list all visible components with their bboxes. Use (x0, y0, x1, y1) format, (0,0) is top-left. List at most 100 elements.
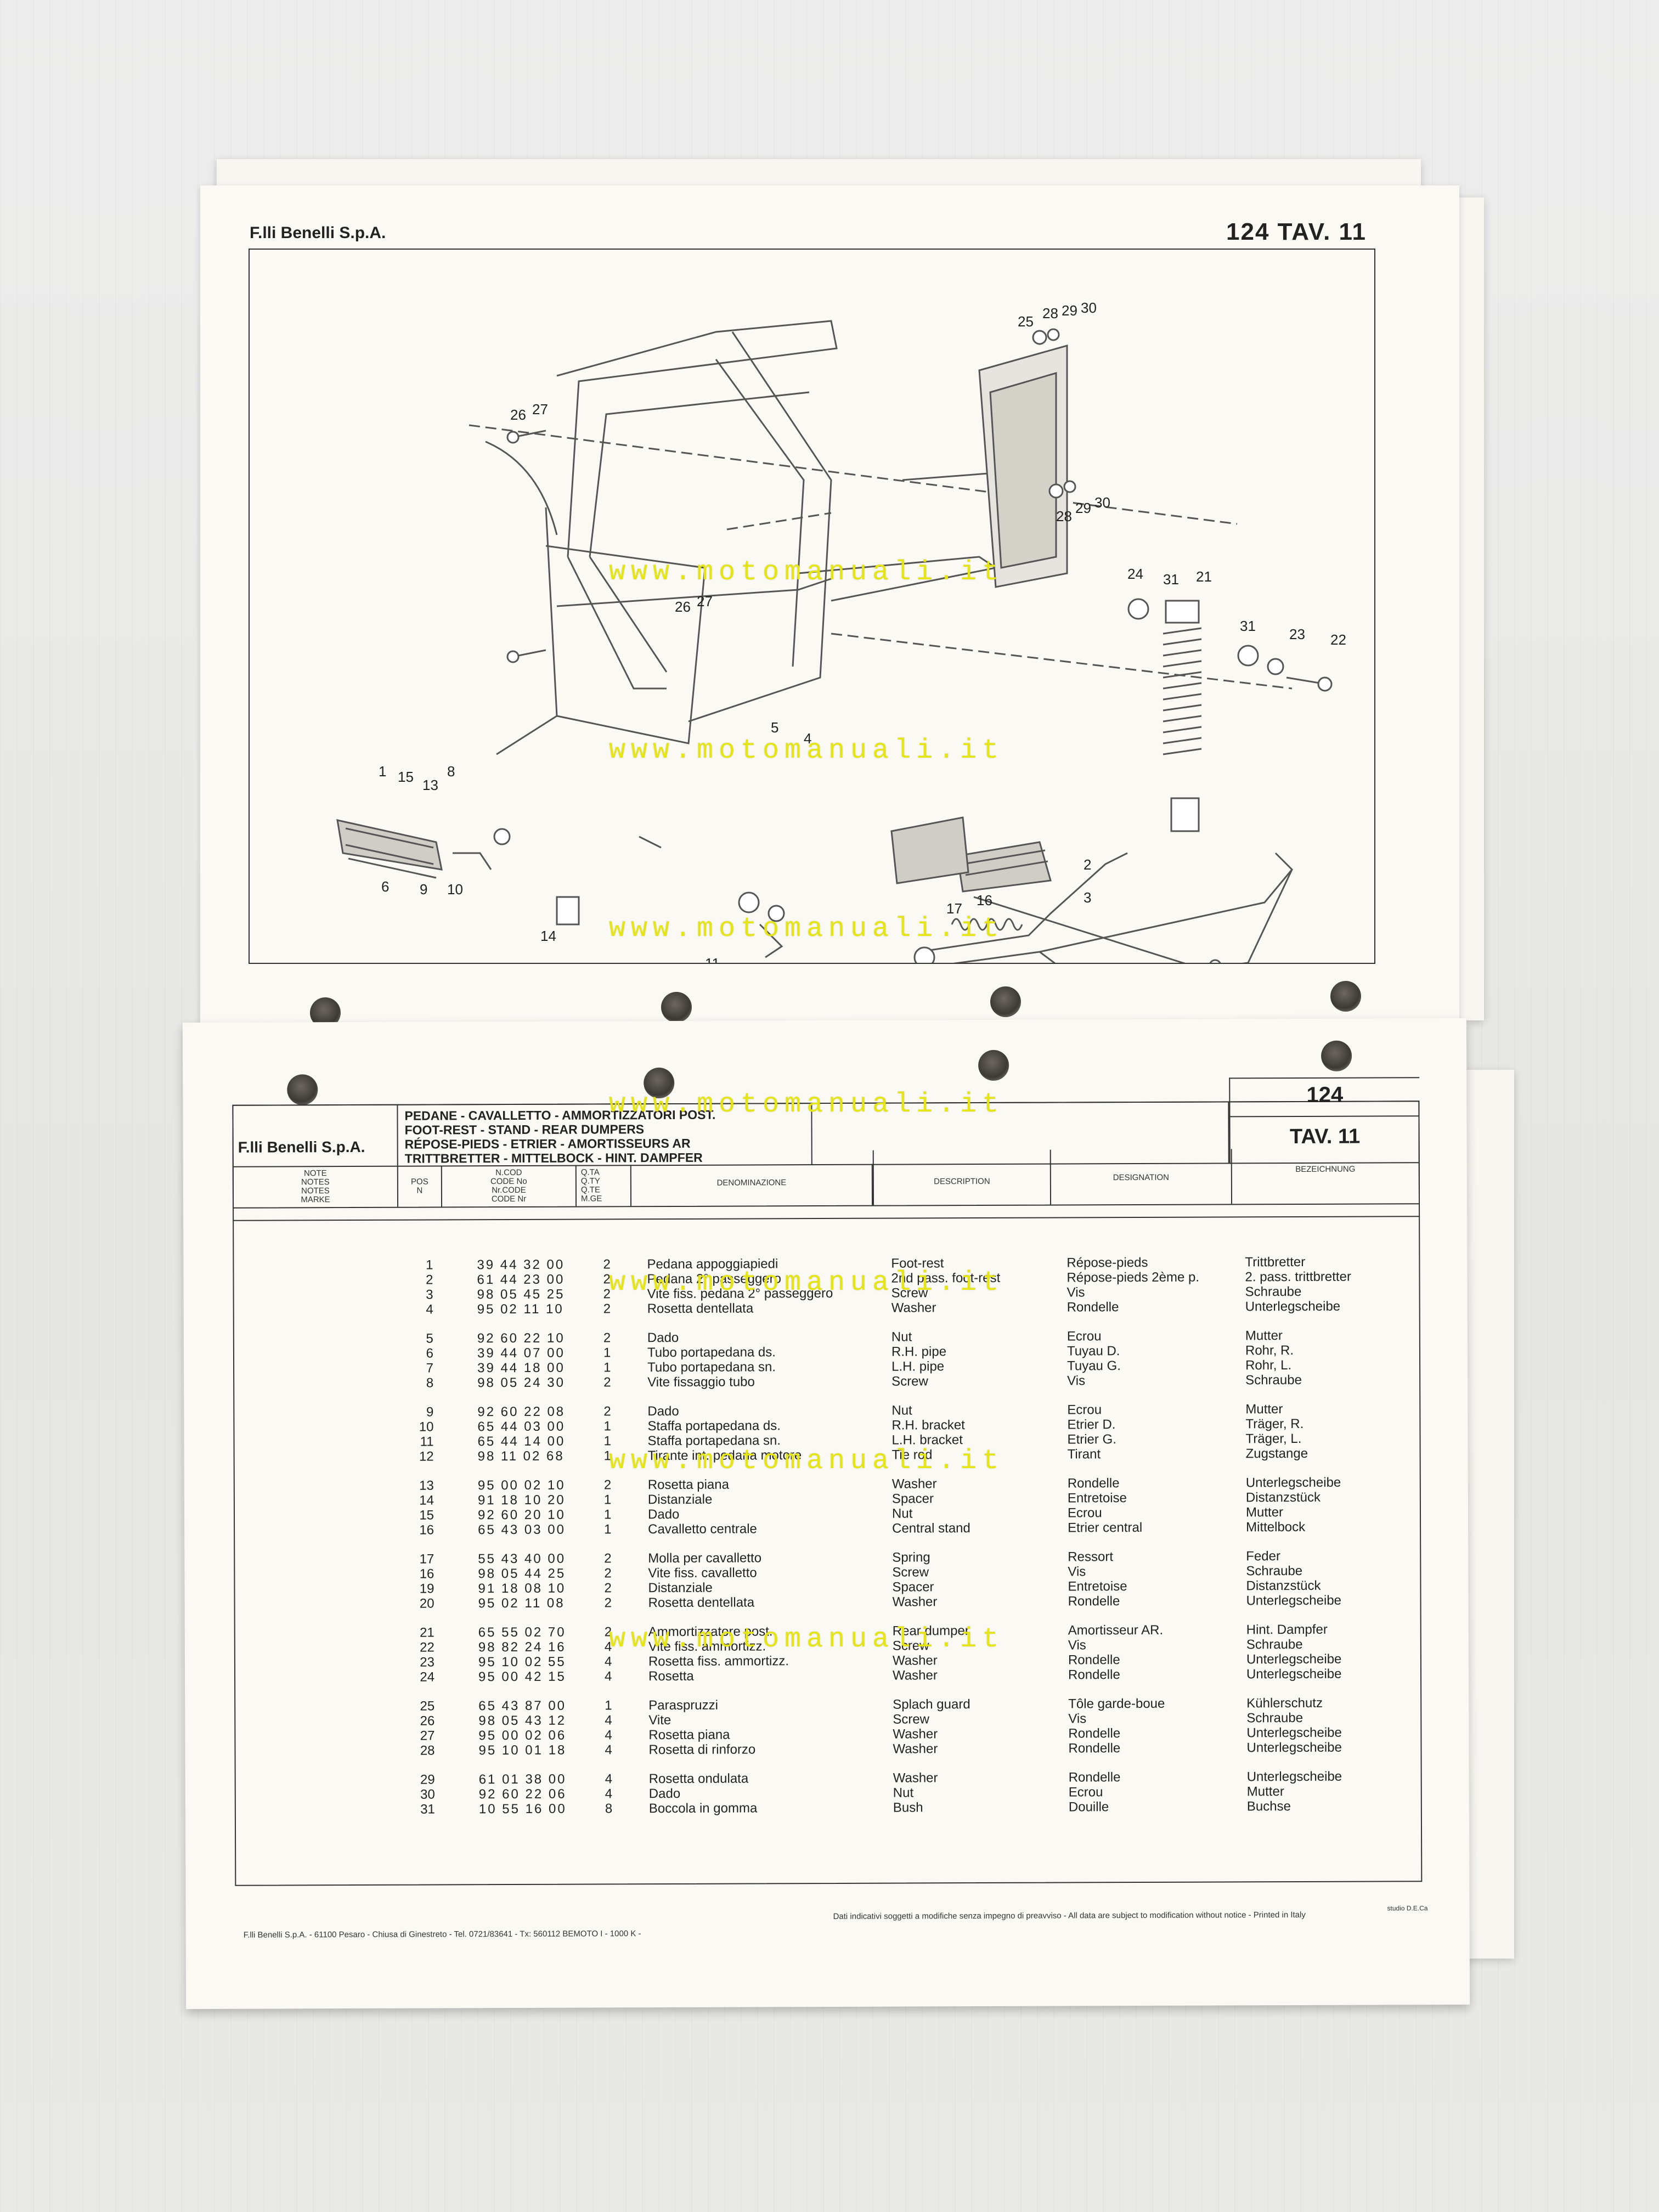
row-code: 98 11 02 68 (477, 1448, 565, 1464)
callout-22: 22 (1330, 631, 1346, 648)
row-bezeichnung: Mutter (1246, 1784, 1284, 1799)
row-pos: 11 (420, 1434, 434, 1449)
row-description: Screw (891, 1374, 928, 1389)
row-pos: 15 (419, 1508, 435, 1523)
watermark: www.motomanuali.it (609, 1446, 1005, 1477)
row-pos: 4 (426, 1302, 433, 1317)
row-designation: Entretoise (1067, 1491, 1127, 1506)
lower-tav: TAV. 11 (1289, 1125, 1361, 1149)
row-code: 65 43 87 00 (478, 1698, 567, 1714)
row-designation: Ecrou (1067, 1505, 1102, 1521)
punch-hole (661, 992, 692, 1023)
row-description: Spacer (891, 1491, 934, 1506)
row-denominazione: Paraspruzzi (648, 1697, 718, 1713)
punch-hole (990, 986, 1021, 1017)
row-bezeichnung: Mutter (1245, 1505, 1284, 1520)
row-designation: Etrier D. (1067, 1417, 1116, 1432)
row-qty: 4 (605, 1728, 612, 1743)
row-denominazione: Dado (647, 1330, 679, 1346)
row-qty: 2 (604, 1551, 612, 1566)
row-designation: Ecrou (1068, 1785, 1103, 1800)
row-code: 92 60 22 06 (478, 1786, 567, 1802)
row-designation: Vis (1068, 1711, 1087, 1726)
row-bezeichnung: Distanzstück (1246, 1578, 1321, 1594)
row-code: 92 60 22 08 (477, 1404, 566, 1420)
row-denominazione: Dado (647, 1403, 679, 1419)
callout-15: 15 (398, 769, 414, 785)
title-fr: RÉPOSE-PIEDS - ETRIER - AMORTISSEURS AR (404, 1136, 691, 1152)
callout-26: 26 (510, 407, 526, 423)
row-bezeichnung: Träger, R. (1245, 1416, 1304, 1432)
row-pos: 19 (419, 1581, 435, 1596)
row-code: 95 10 02 55 (478, 1654, 566, 1670)
row-bezeichnung: Unterlegscheibe (1246, 1769, 1342, 1785)
row-bezeichnung: Unterlegscheibe (1245, 1299, 1341, 1314)
row-code: 55 43 40 00 (478, 1551, 566, 1567)
exploded-parts-diagram: 26 27 26 27 25 28 29 30 28 29 30 24 31 2… (336, 300, 1346, 963)
row-designation: Douille (1068, 1799, 1109, 1815)
row-code: 10 55 16 00 (478, 1801, 567, 1817)
row-pos: 1 (426, 1257, 433, 1273)
row-denominazione: Staffa portapedana ds. (647, 1418, 781, 1434)
row-designation: Rondelle (1066, 1300, 1119, 1315)
row-pos: 8 (426, 1375, 434, 1391)
lower-brand: F.lli Benelli S.p.A. (238, 1138, 365, 1156)
callout-11: 11 (705, 955, 720, 963)
row-bezeichnung: Schraube (1245, 1284, 1302, 1300)
row-bezeichnung: Schraube (1246, 1637, 1303, 1652)
row-pos: 21 (420, 1625, 435, 1640)
callout-5: 5 (771, 719, 778, 736)
callout-29b: 29 (1075, 500, 1091, 516)
row-description: Screw (892, 1565, 929, 1580)
row-qty: 2 (603, 1375, 611, 1390)
row-designation: Vis (1068, 1638, 1086, 1653)
row-denominazione: Rosetta (648, 1668, 694, 1684)
upper-brand: F.lli Benelli S.p.A. (250, 224, 386, 242)
row-denominazione: Tubo portapedana ds. (647, 1345, 776, 1361)
row-denominazione: Rosetta dentellata (647, 1301, 754, 1317)
row-designation: Etrier central (1068, 1520, 1143, 1536)
row-pos: 13 (419, 1478, 434, 1493)
row-pos: 17 (419, 1551, 435, 1567)
row-code: 95 00 02 10 (477, 1477, 566, 1493)
callout-9: 9 (420, 881, 427, 898)
row-designation: Tuyau G. (1067, 1358, 1121, 1374)
row-denominazione: Distanziale (648, 1580, 713, 1596)
footer-left: F.lli Benelli S.p.A. - 61100 Pesaro - Ch… (243, 1929, 641, 1940)
callout-13: 13 (422, 777, 438, 793)
row-denominazione: Vite fiss. cavalletto (648, 1565, 757, 1581)
row-pos: 22 (420, 1640, 435, 1655)
row-bezeichnung: Unterlegscheibe (1246, 1593, 1342, 1609)
row-code: 98 05 44 25 (478, 1566, 566, 1582)
row-qty: 1 (603, 1507, 612, 1522)
row-denominazione: Rosetta di rinforzo (648, 1742, 756, 1758)
row-description: Nut (891, 1506, 913, 1521)
watermark: www.motomanuali.it (609, 913, 1005, 945)
row-bezeichnung: 2. pass. trittbretter (1245, 1269, 1351, 1285)
col-description: DESCRIPTION (872, 1149, 1052, 1205)
row-code: 61 44 23 00 (477, 1272, 565, 1288)
row-bezeichnung: Rohr, L. (1245, 1358, 1292, 1373)
callout-30: 30 (1081, 300, 1097, 316)
row-designation: Rondelle (1068, 1667, 1120, 1683)
callout-14: 14 (540, 928, 556, 944)
row-bezeichnung: Rohr, R. (1245, 1343, 1294, 1358)
row-bezeichnung: Unterlegscheibe (1246, 1666, 1342, 1682)
row-denominazione: Dado (648, 1786, 681, 1802)
row-designation: Ecrou (1066, 1329, 1102, 1344)
row-designation: Ecrou (1067, 1402, 1102, 1418)
row-code: 39 44 07 00 (477, 1345, 565, 1361)
row-qty: 2 (604, 1581, 612, 1596)
row-code: 95 00 02 06 (478, 1728, 567, 1743)
row-description: Nut (891, 1403, 912, 1418)
row-bezeichnung: Träger, L. (1245, 1431, 1302, 1447)
row-designation: Ressort (1068, 1549, 1114, 1565)
row-qty: 1 (603, 1492, 612, 1508)
punch-hole (287, 1074, 318, 1105)
callout-26b: 26 (675, 599, 691, 615)
callout-1: 1 (379, 763, 386, 780)
row-denominazione: Distanziale (647, 1492, 713, 1508)
lower-page: F.lli Benelli S.p.A. PEDANE - CAVALLETTO… (182, 1018, 1470, 2010)
row-code: 91 18 10 20 (477, 1492, 566, 1508)
